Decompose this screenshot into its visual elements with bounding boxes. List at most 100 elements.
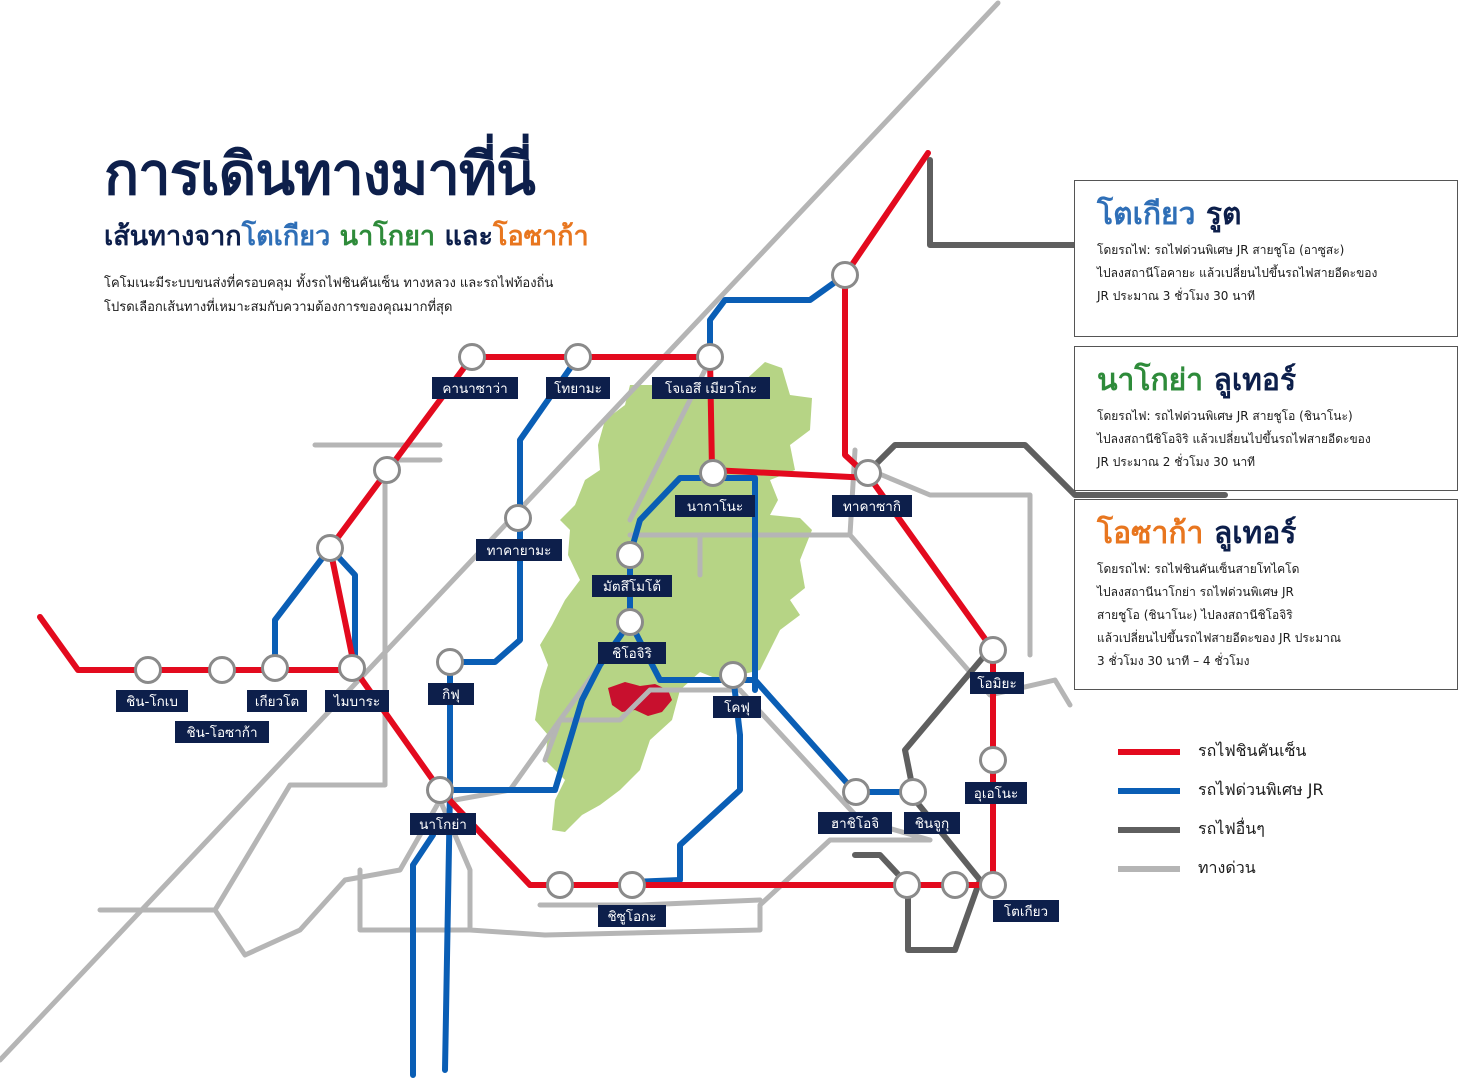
station-label-bg [832, 495, 912, 517]
station-label-bg [410, 813, 476, 835]
route-line: JR ประมาณ 2 ชั่วโมง 30 นาที [1097, 455, 1256, 469]
legend-swatch-red [1118, 748, 1180, 755]
station-marker [831, 261, 859, 289]
station-label-omiya: โอมิยะ [970, 672, 1024, 694]
expressway-diagonal [0, 0, 1001, 1063]
jr-limited-express-iida [629, 672, 743, 885]
other-rail-takasaki [867, 442, 1228, 498]
station-label-bg [428, 683, 474, 705]
station-label-bg [675, 495, 755, 517]
route-origin: นาโกย่า [1097, 363, 1204, 398]
station-label-bg [116, 690, 188, 712]
legend-label: รถไฟชินคันเซ็น [1198, 741, 1307, 760]
intro-line: โคโมเนะมีระบบขนส่งที่ครอบคลุม ทั้งรถไฟชิ… [104, 276, 554, 291]
route-description: โดยรถไฟ: รถไฟด่วนพิเศษ JR สายชูโอ (อาซูส… [1097, 239, 1443, 308]
station-marker [458, 343, 486, 371]
station-label-text: มัตสึโมโต้ [603, 578, 661, 595]
station-label-takayama: ทาคายามะ [476, 539, 562, 561]
route-description: โดยรถไฟ: รถไฟด่วนพิเศษ JR สายชูโอ (ชินาโ… [1097, 405, 1443, 474]
subtitle-city-nagoya: นาโกยา [339, 221, 436, 252]
station-marker [261, 654, 289, 682]
station-marker [699, 459, 727, 487]
legend-item-jr-express: รถไฟด่วนพิเศษ JR [1118, 771, 1324, 810]
route-line: โดยรถไฟ: รถไฟด่วนพิเศษ JR สายชูโอ (ชินาโ… [1097, 409, 1353, 423]
station-marker [719, 661, 747, 689]
page-title: การเดินทางมาที่นี่ [104, 140, 536, 208]
legend-label: ทางด่วน [1198, 858, 1256, 877]
station-label-shizuoka: ชิซูโอกะ [598, 905, 666, 927]
expressway-nagoya-south [437, 797, 933, 938]
header: การเดินทางมาที่นี่ เส้นทางจากโตเกียว นาโ… [104, 136, 724, 320]
jr-limited-express-matsumoto [627, 475, 758, 693]
route-box-osaka: โอซาก้า ลูเทอร์ โดยรถไฟ: รถไฟชินคันเซ็นส… [1074, 499, 1458, 690]
subtitle-and: และ [444, 221, 493, 252]
station-marker [979, 636, 1007, 664]
station-label-bg [592, 575, 672, 597]
intro-line: โปรดเลือกเส้นทางที่เหมาะสมกับความต้องการ… [104, 300, 453, 315]
station-label-bg [970, 672, 1024, 694]
station-label-shin-osaka: ชิน-โอซาก้า [175, 721, 269, 743]
station-label-text: ชิซูโอกะ [607, 908, 656, 925]
station-marker [338, 654, 366, 682]
station-marker [373, 456, 401, 484]
subtitle-city-tokyo: โตเกียว [241, 221, 331, 252]
station-marker [979, 871, 1007, 899]
legend-item-other-rail: รถไฟอื่นๆ [1118, 810, 1324, 849]
route-description: โดยรถไฟ: รถไฟชินคันเซ็นสายโทไคโด ไปลงสถา… [1097, 558, 1443, 673]
station-label-text: ฮาชิโอจิ [831, 815, 879, 832]
station-label-myoko: โจเอสึ เมียวโกะ [652, 377, 770, 399]
station-label-bg [598, 905, 666, 927]
station-label-text: โจเอสึ เมียวโกะ [665, 380, 757, 397]
route-line: ไปลงสถานีชิโอจิริ แล้วเปลี่ยนไปขึ้นรถไฟส… [1097, 432, 1371, 446]
station-marker [504, 504, 532, 532]
station-label-text: คานาซาว่า [442, 381, 507, 397]
station-label-kyoto: เกียวโต [247, 690, 307, 712]
station-label-kanazawa: คานาซาว่า [432, 377, 518, 399]
route-origin: โตเกียว [1097, 197, 1196, 232]
station-marker [618, 871, 646, 899]
legend-swatch-blue [1118, 787, 1180, 794]
station-label-text: โตเกียว [1004, 903, 1048, 920]
stations-layer [134, 261, 1007, 899]
expressway-tokai-east [537, 897, 763, 908]
station-label-text: ไมบาระ [333, 694, 380, 710]
station-marker [616, 541, 644, 569]
route-title: นาโกย่า ลูเทอร์ [1097, 361, 1443, 401]
shinkansen-tokaido [37, 614, 998, 888]
route-box-nagoya: นาโกย่า ลูเทอร์ โดยรถไฟ: รถไฟด่วนพิเศษ J… [1074, 346, 1458, 491]
station-label-ueno: อุเอโนะ [965, 782, 1027, 804]
other-rail-ryoumou [927, 157, 1083, 248]
station-marker [564, 343, 592, 371]
legend-label: รถไฟอื่นๆ [1198, 819, 1265, 838]
jr-limited-express-chuo-west [442, 659, 453, 1073]
route-line: แล้วเปลี่ยนไปขึ้นรถไฟสายอีดะของ JR ประมา… [1097, 631, 1342, 645]
station-label-nagano: นากาโนะ [675, 495, 755, 517]
route-origin: โอซาก้า [1097, 516, 1204, 551]
station-marker [546, 871, 574, 899]
station-label-toyama: โทยามะ [546, 377, 610, 399]
route-title: โอซาก้า ลูเทอร์ [1097, 514, 1443, 554]
station-label-matsumoto: มัตสึโมโต้ [592, 575, 672, 597]
station-marker [842, 778, 870, 806]
station-label-bg [175, 721, 269, 743]
station-label-text: โทยามะ [554, 380, 602, 397]
station-marker [941, 871, 969, 899]
legend-label: รถไฟด่วนพิเศษ JR [1198, 780, 1324, 799]
station-label-bg [432, 377, 518, 399]
expressway-joshinetsu [627, 447, 858, 538]
station-label-text: ทาคายามะ [487, 543, 552, 559]
station-label-text: นากาโนะ [687, 498, 743, 515]
station-marker [899, 778, 927, 806]
station-marker [616, 608, 644, 636]
station-label-bg [713, 696, 761, 718]
station-label-bg [904, 812, 960, 834]
station-label-kofu: โคฟุ [713, 696, 761, 718]
station-label-text: อุเอโนะ [974, 785, 1019, 802]
station-label-text: ชินจูกุ [915, 816, 949, 832]
expressway-north [867, 467, 1033, 658]
route-line: โดยรถไฟ: รถไฟชินคันเซ็นสายโทไคโด [1097, 562, 1300, 576]
route-destination: ลูเทอร์ [1213, 363, 1297, 398]
station-labels-layer: ชิน-โกเบชิน-โอซาก้าเกียวโตไมบาระกิฟุนาโก… [116, 377, 1059, 927]
expressway-nagoya-south-2 [357, 867, 473, 933]
